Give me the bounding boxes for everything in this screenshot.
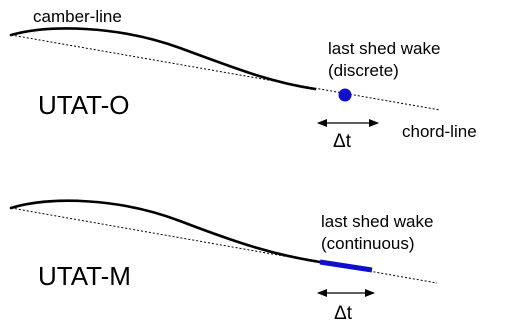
panel-utat-m: last shed wake (continuous) UTAT-M Δt	[9, 199, 438, 324]
wake-label-line2: (continuous)	[321, 234, 415, 253]
wake-point	[338, 88, 352, 102]
camber-line-label: camber-line	[33, 7, 122, 26]
delta-t-label: Δt	[334, 303, 353, 324]
wake-label-line1: last shed wake	[328, 39, 440, 58]
panel-utat-o: camber-line last shed wake (discrete) UT…	[9, 7, 477, 152]
delta-t-label: Δt	[333, 131, 352, 152]
model-name-label: UTAT-M	[38, 261, 131, 291]
wake-label-line2: (discrete)	[328, 61, 399, 80]
chord-line	[10, 34, 441, 111]
camber-line	[9, 27, 317, 91]
chord-line-label: chord-line	[402, 122, 477, 141]
model-name-label: UTAT-O	[38, 90, 129, 120]
wake-label-line1: last shed wake	[321, 212, 433, 231]
camber-line	[9, 199, 322, 264]
wake-segment	[319, 259, 373, 273]
